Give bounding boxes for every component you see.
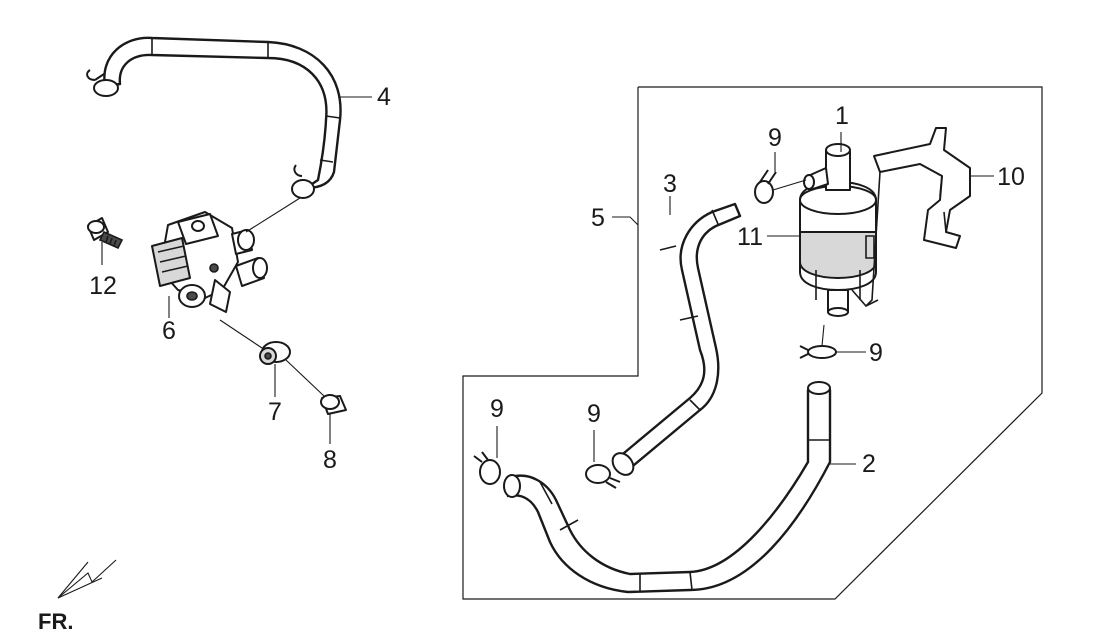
clip-part-9-right [799,345,837,359]
callout-4: 4 [377,83,391,111]
callout-9-upper: 9 [768,124,782,152]
callout-11: 11 [737,223,763,251]
canister-part-11 [799,143,877,317]
front-direction-indicator: FR. [38,559,117,634]
callout-8: 8 [323,446,337,474]
assembly-frame [462,86,1043,600]
grommet-part-7 [259,341,291,365]
callout-6: 6 [162,317,176,345]
callout-3: 3 [663,170,677,198]
callout-1: 1 [835,102,849,130]
valve-part-6 [151,211,268,313]
bracket-part-10 [851,127,971,307]
hose-part-2 [503,381,832,594]
callout-5: 5 [591,204,605,232]
callout-9-right: 9 [869,339,883,367]
callout-9-middle: 9 [587,400,601,428]
clip-part-9-upper [754,169,777,204]
callout-12: 12 [89,272,117,300]
bolt-part-12 [87,217,124,250]
clip-part-9-left [473,451,501,485]
front-label: FR. [38,609,73,634]
hose-part-4 [86,36,342,199]
callout-7: 7 [268,398,282,426]
callout-2: 2 [862,450,876,478]
callout-9-left: 9 [490,395,504,423]
plug-part-8 [320,394,347,415]
callout-labels: 1 2 3 4 5 6 7 8 9 9 9 9 10 11 12 [89,83,1025,478]
clip-part-9-middle [585,464,621,489]
front-arrow-icon [57,559,117,599]
leader-lines [101,96,994,465]
hose-part-3 [611,202,742,476]
callout-10: 10 [997,163,1025,191]
